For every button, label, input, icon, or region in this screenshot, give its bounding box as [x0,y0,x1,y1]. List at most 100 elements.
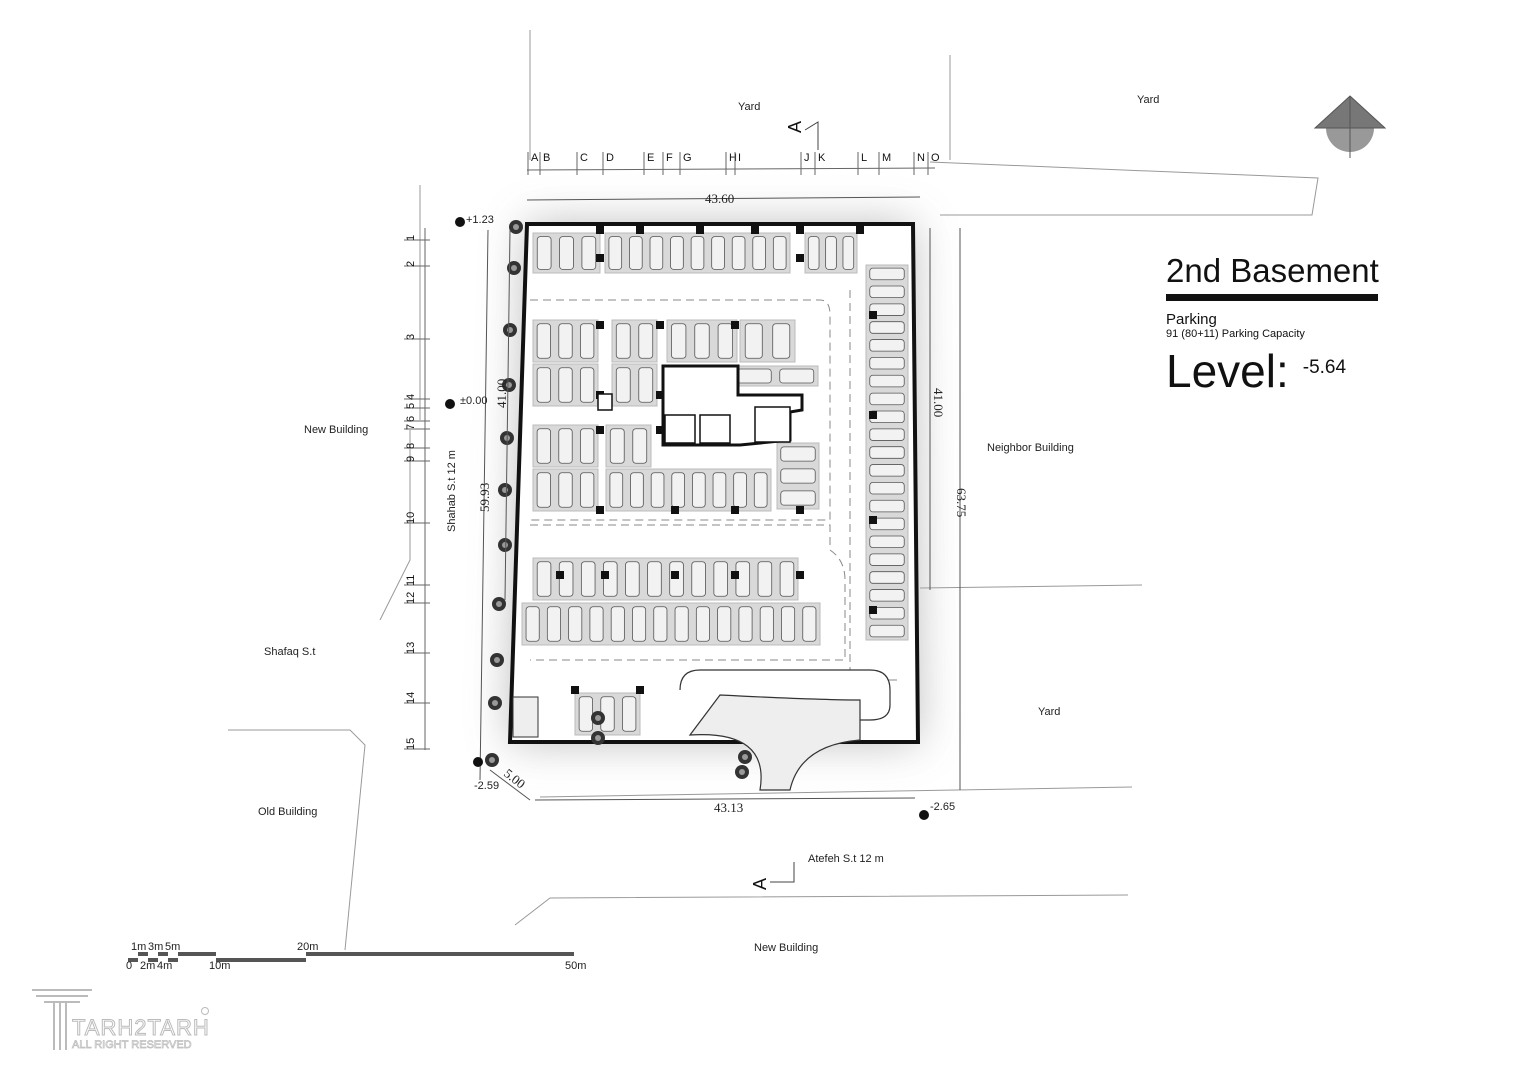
car-icon [580,561,596,597]
car-icon [578,696,593,732]
tree-icon-center [492,700,498,706]
car-icon [580,323,595,359]
label-shahab-street: Shahab S.t 12 m [446,450,458,532]
parking-block [521,602,821,646]
logo-tagline: ALL RIGHT RESERVED [72,1039,192,1051]
column [596,426,604,434]
column [731,321,739,329]
drawing-subtitle: Parking [1166,311,1217,328]
grid-row-label: 7 [405,424,417,430]
label-new-building-bottom: New Building [754,942,818,954]
car-icon [670,236,684,270]
car-icon [632,428,648,464]
car-icon [580,428,595,464]
scale-bottom-10m: 10m [209,960,230,972]
grid-row-label: 3 [405,334,417,340]
section-mark-lines [770,121,819,883]
column [656,426,664,434]
dim-left-inner: 41.00 [494,379,509,408]
car-icon [580,367,595,403]
tree-icon-center [595,735,601,741]
column [696,226,704,234]
label-yard-top-left: Yard [738,101,760,113]
tree-icon-center [489,757,495,763]
car-icon [869,589,905,602]
dim-right-inner: 41.00 [931,388,946,417]
column [671,506,679,514]
grid-column-label: O [931,152,940,164]
grid-row-label: 15 [405,738,417,750]
car-icon [581,236,597,270]
car-icon [638,367,654,403]
elevation-top-left: +1.23 [466,214,494,226]
dim-left-outer: 59.93 [477,483,492,512]
section-mark-bottom: A [750,878,770,890]
column [556,571,564,579]
car-icon [609,428,625,464]
tree-icon-center [513,224,519,230]
car-icon [713,561,728,597]
stair [512,696,539,738]
grid-column-label: E [647,152,654,164]
grid-column-label: B [543,152,550,164]
parking-stalls [521,232,909,736]
car-icon [711,236,725,270]
car-icon [608,236,623,270]
car-icon [802,606,817,642]
column [596,226,604,234]
tree-icon-center [502,487,508,493]
car-icon [717,606,732,642]
car-icon [558,323,573,359]
column [751,226,759,234]
car-icon [630,472,644,508]
level-value: -5.64 [1302,357,1347,378]
car-icon [653,606,668,642]
column [869,411,877,419]
scale-bottom-50m: 50m [565,960,586,972]
ramp [679,669,891,791]
car-icon [807,236,820,270]
column [671,571,679,579]
car-icon [558,428,573,464]
car-icon [869,374,905,388]
scale-segment [178,952,216,956]
car-icon [615,323,631,359]
column [869,311,877,319]
car-icon [869,321,905,334]
car-icon [568,606,583,642]
car-icon [869,303,905,316]
elevation-bottom-right: -2.65 [930,801,955,813]
car-icon [780,446,816,462]
car-icon [780,490,816,506]
parking-capacity: 91 (80+11) Parking Capacity [1166,328,1305,340]
car-icon [869,535,905,548]
column [656,321,664,329]
tree-icon-center [595,715,601,721]
scale-segment [128,958,138,962]
grid-row-label: 6 [405,416,417,422]
car-icon [695,606,710,642]
tree-icon-center [496,601,502,607]
grid-row-label: 10 [405,512,417,524]
car-icon [536,236,552,270]
car-icon [692,472,706,508]
column [796,226,804,234]
context-lines [228,30,1319,951]
column [571,686,579,694]
label-shafaq-street: Shafaq S.t [264,646,315,658]
column [601,571,609,579]
grid-column-label: K [818,152,826,164]
dimension-lines [479,196,961,801]
car-icon [536,323,551,359]
level-label: Level: [1166,345,1289,397]
car-icon [869,499,905,513]
logo [32,989,209,1050]
north-arrow-icon [1313,95,1387,158]
car-icon [649,236,664,270]
car-icon [559,236,574,270]
car-icon [525,606,540,642]
scale-bar [128,952,574,962]
scale-top-20m: 20m [297,941,318,953]
column [731,571,739,579]
